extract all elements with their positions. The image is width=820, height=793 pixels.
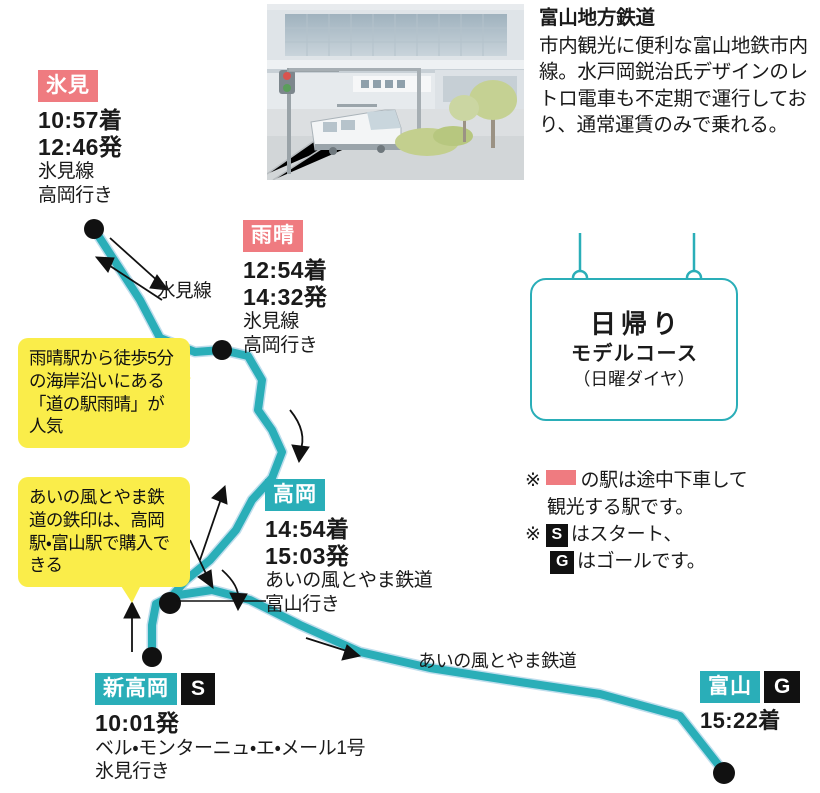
hanging-sign: 日帰り モデルコース （日曜ダイヤ） (524, 233, 748, 433)
intro-title: 富山地方鉄道 (539, 7, 655, 29)
legend-note-1: ※ の駅は途中下車して (525, 468, 805, 495)
depart-time-amaharashi: 14:32発 (243, 283, 328, 310)
legend-mark-1: ※ (525, 470, 541, 491)
station-dot-toyama (713, 762, 735, 784)
destination-amaharashi: 高岡行き (243, 334, 318, 356)
station-name-badge-amaharashi: 雨晴 (243, 220, 303, 252)
intro-text-block: 富山地方鉄道 市内観光に便利な富山地鉄市内線。水戸岡鋭治氏デザインのレトロ電車も… (539, 6, 817, 139)
destination-himi: 高岡行き (38, 184, 113, 206)
arrive-time-takaoka: 14:54着 (265, 516, 350, 542)
goal-badge: G (764, 671, 801, 703)
legend-note-3-text: はゴールです。 (577, 550, 706, 572)
station-block-amaharashi: 雨晴 12:54着 14:32発 氷見線 高岡行き (243, 220, 473, 357)
intro-body: 市内観光に便利な富山地鉄市内線。水戸岡鋭治氏デザインのレトロ電車も不定期で運行し… (539, 34, 808, 137)
line-name-shintakaoka: ベル・モンターニュ・エ・メール1号 (95, 737, 366, 759)
direction-arrows (94, 237, 362, 661)
callout-amaharashi-tail (163, 364, 191, 394)
station-name-badge-takaoka: 高岡 (265, 479, 325, 511)
legend-pink-swatch (545, 470, 576, 485)
start-badge: S (181, 673, 216, 705)
arrive-time-himi: 10:57着 (38, 107, 123, 133)
station-dot-himi (84, 219, 104, 239)
sign-line-1: 日帰り (589, 309, 683, 340)
sign-line-2: モデルコース (570, 342, 699, 365)
line-name-takaoka: あいの風とやま鉄道 (265, 570, 433, 592)
arrive-time-amaharashi: 12:54着 (243, 257, 328, 283)
station-dot-takaoka (159, 592, 181, 614)
badge-row-toyama: 富山 G (700, 671, 820, 703)
station-block-toyama: 富山 G 15:22着 (700, 671, 820, 734)
depart-time-shintakaoka: 10:01発 (95, 710, 180, 736)
destination-takaoka: 富山行き (265, 593, 340, 615)
badge-row-amaharashi: 雨晴 (243, 220, 473, 252)
legend-note-2: ※ S はスタート、 (525, 522, 805, 549)
tram-station-photo (267, 4, 524, 180)
depart-time-takaoka: 15:03発 (265, 542, 350, 569)
sign-box: 日帰り モデルコース （日曜ダイヤ） (530, 278, 738, 421)
station-name-badge-shintakaoka: 新高岡 (95, 673, 177, 705)
legend-note-1-cont: 観光する駅です。 (525, 495, 805, 522)
depart-time-himi: 12:46発 (38, 133, 123, 160)
badge-row-himi: 氷見 (38, 70, 268, 102)
legend-note-1-cont-text: 観光する駅です。 (547, 496, 694, 518)
station-name-badge-toyama: 富山 (700, 671, 760, 703)
legend-note-3: G はゴールです。 (525, 549, 805, 576)
destination-shintakaoka: 氷見行き (95, 761, 170, 783)
callout-tetsuin-tip: あいの風とやま鉄道の鉄印は、高岡駅・富山駅で購入できる (18, 477, 190, 587)
station-dot-amaharashi (212, 340, 232, 360)
line-name-himi: 氷見線 (38, 161, 94, 183)
station-block-shintakaoka: 新高岡 S 10:01発 ベル・モンターニュ・エ・メール1号 氷見行き (95, 673, 366, 784)
badge-row-takaoka: 高岡 (265, 479, 495, 511)
station-block-himi: 氷見 10:57着 12:46発 氷見線 高岡行き (38, 70, 268, 207)
line-name-amaharashi: 氷見線 (243, 311, 299, 333)
photo-illustration (267, 4, 524, 180)
legend-goal-badge: G (550, 550, 575, 574)
callout-tetsuin-tail (114, 575, 146, 603)
route-label-ainokaze: あいの風とやま鉄道 (418, 651, 577, 671)
sign-line-3: （日曜ダイヤ） (573, 368, 695, 389)
route-label-himisen: 氷見線 (157, 280, 212, 301)
legend-start-badge: S (545, 523, 568, 547)
arrive-time-toyama: 15:22着 (700, 708, 781, 733)
station-block-takaoka: 高岡 14:54着 15:03発 あいの風とやま鉄道 富山行き (265, 479, 495, 616)
callout-amaharashi-tip: 雨晴駅から徒歩5分の海岸沿いにある「道の駅雨晴」が人気 (18, 338, 190, 448)
station-dot-shintakaoka (142, 647, 162, 667)
legend-note-1-text: の駅は途中下車して (580, 470, 748, 491)
legend-note-2-text: はスタート、 (570, 523, 683, 545)
legend-mark-2: ※ (525, 523, 541, 545)
station-name-badge-himi: 氷見 (38, 70, 98, 102)
legend-notes: ※ の駅は途中下車して 観光する駅です。 ※ S はスタート、 G はゴールです… (525, 468, 805, 576)
badge-row-shintakaoka: 新高岡 S (95, 673, 325, 705)
